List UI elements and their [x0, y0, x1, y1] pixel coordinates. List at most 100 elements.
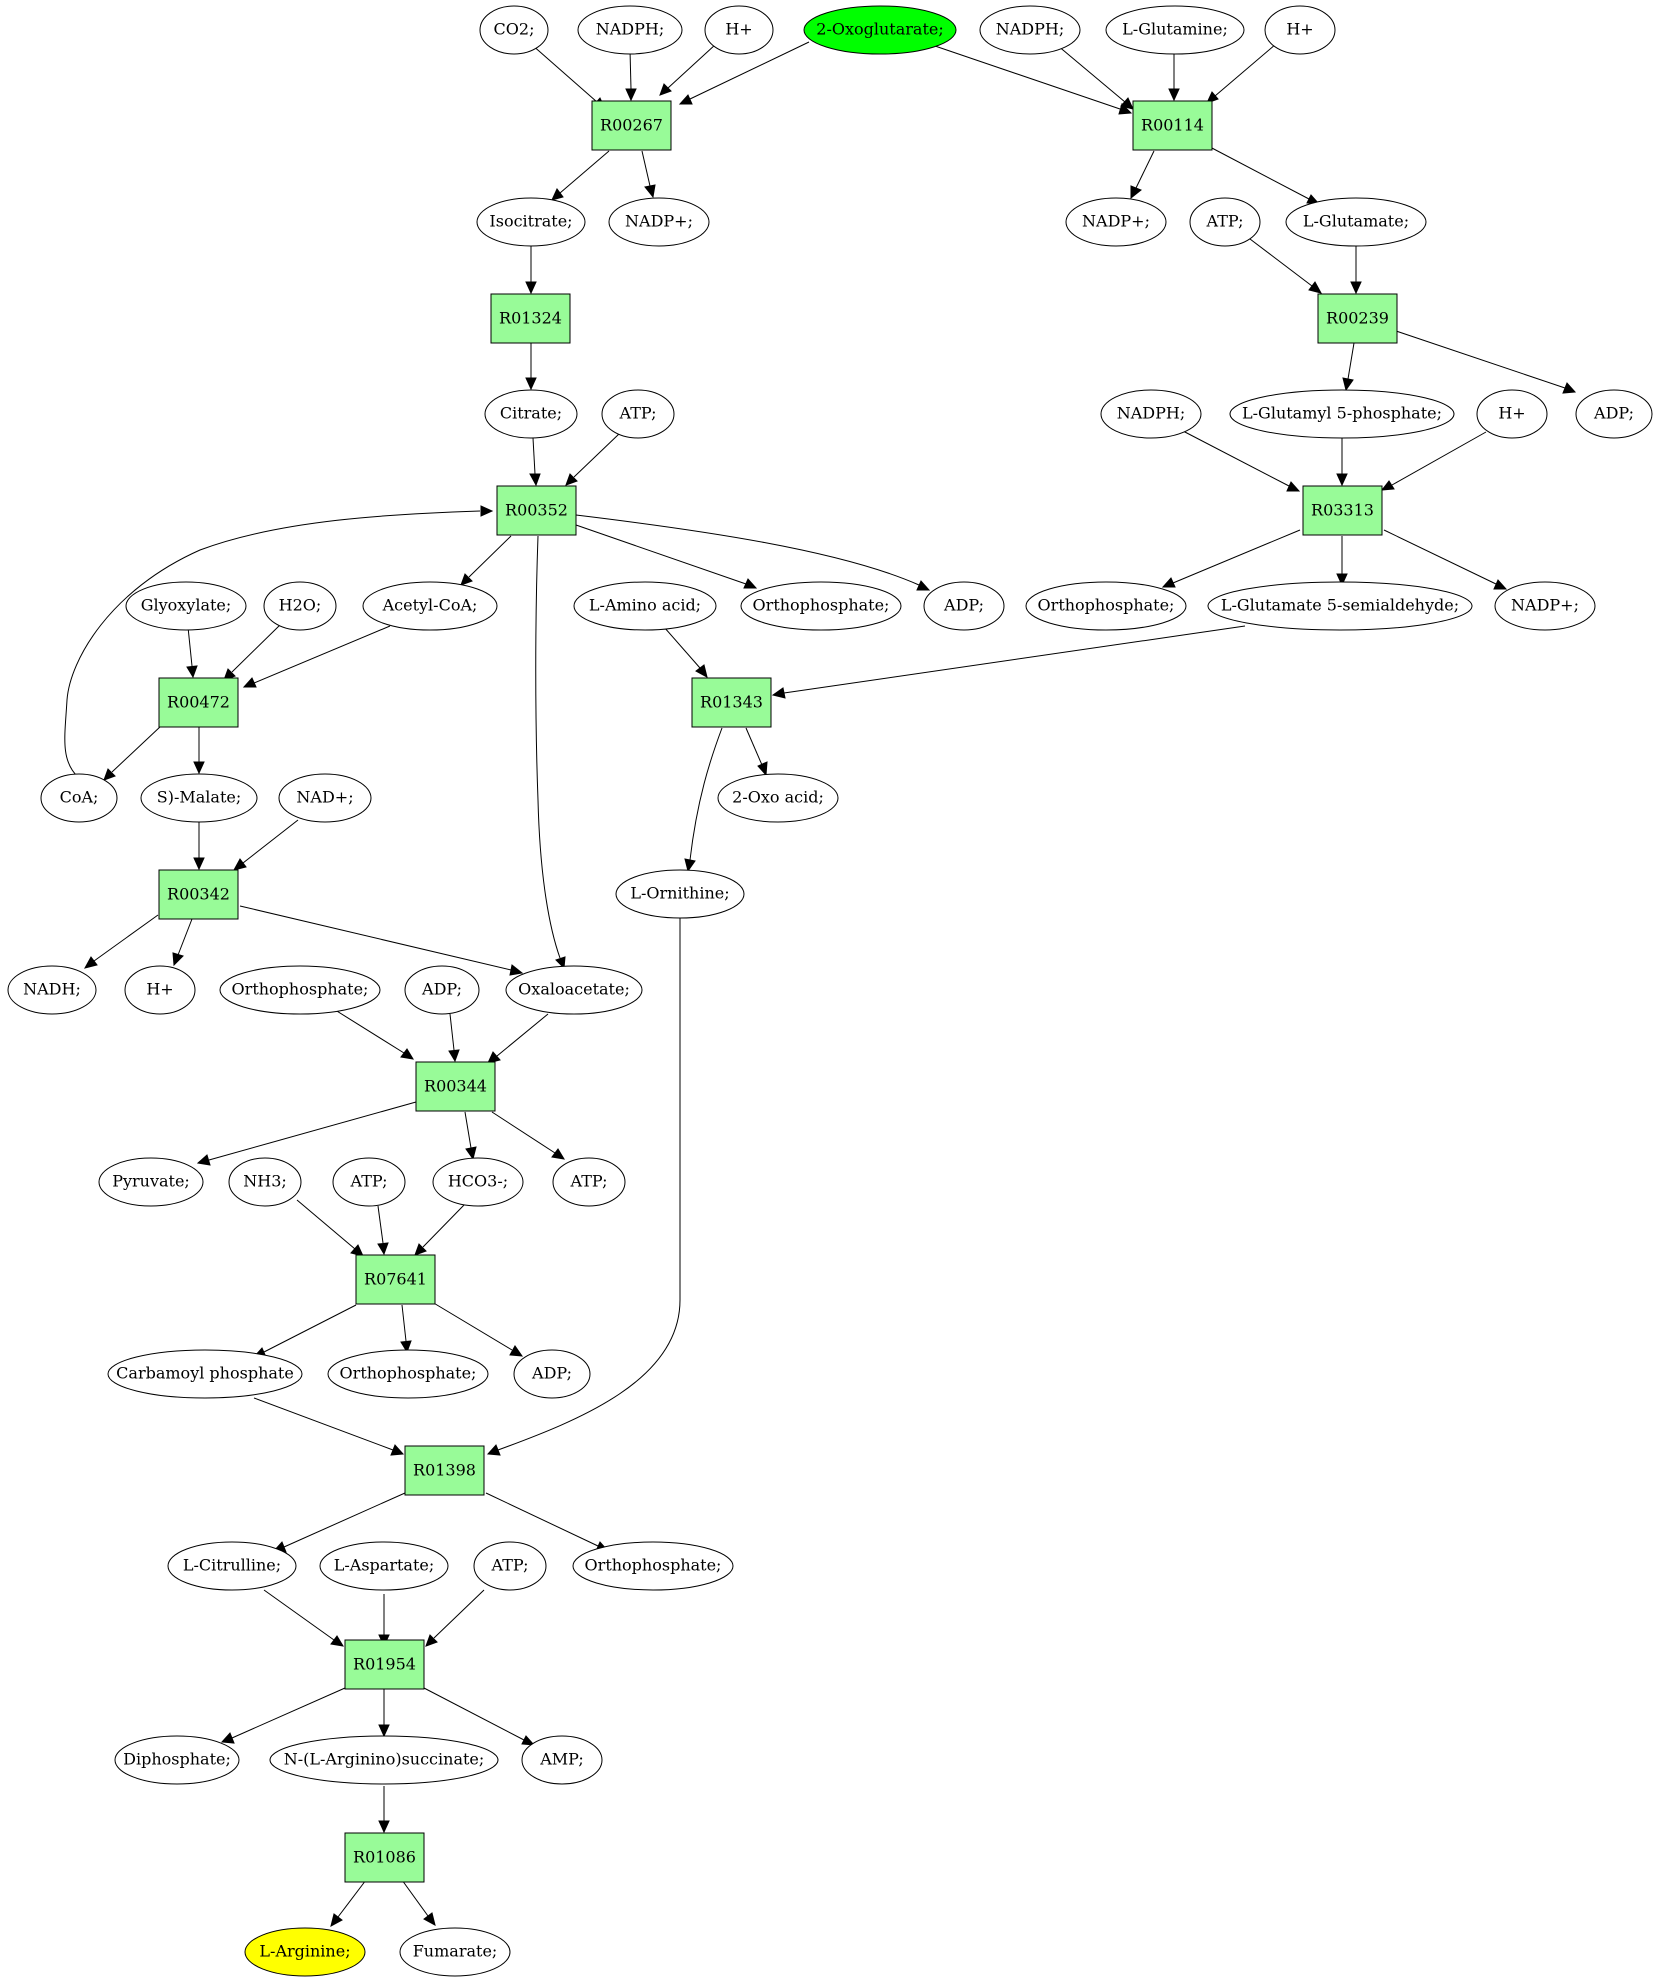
compound-node-orthophosphate-1[interactable]: Orthophosphate; — [740, 581, 902, 631]
compound-label: NH3; — [243, 1172, 287, 1191]
compound-label: ATP; — [619, 404, 657, 423]
edge-r01086-arginine — [337, 1879, 367, 1918]
compound-node-atp-5[interactable]: ATP; — [473, 1541, 547, 1591]
compound-node-citrate[interactable]: Citrate; — [484, 389, 578, 439]
compound-node-nadph-3[interactable]: NADPH; — [1100, 389, 1202, 439]
compound-node-diphosphate[interactable]: Diphosphate; — [114, 1735, 240, 1785]
compound-label: Pyruvate; — [112, 1172, 190, 1191]
compound-node-isocitrate[interactable]: Isocitrate; — [476, 197, 586, 247]
reaction-node-r01324[interactable]: R01324 — [490, 293, 571, 344]
compound-node-orthophosphate-4[interactable]: Orthophosphate; — [327, 1349, 489, 1399]
compound-node-atp-2[interactable]: ATP; — [601, 389, 675, 439]
compound-node-hplus-3[interactable]: H+ — [1476, 389, 1548, 439]
edge-r00239-adp_1 — [1395, 330, 1566, 389]
compound-node-co2[interactable]: CO2; — [479, 5, 549, 55]
compound-node-glyoxylate[interactable]: Glyoxylate; — [125, 581, 247, 631]
compound-node-hplus-4[interactable]: H+ — [124, 965, 196, 1015]
compound-label: Orthophosphate; — [340, 1364, 477, 1383]
reaction-node-r07641[interactable]: R07641 — [355, 1254, 436, 1305]
reaction-node-r00472[interactable]: R00472 — [158, 677, 239, 728]
compound-node-fumarate[interactable]: Fumarate; — [399, 1927, 511, 1977]
compound-node-atp-3[interactable]: ATP; — [332, 1157, 406, 1207]
compound-node-amp[interactable]: AMP; — [521, 1735, 603, 1785]
compound-node-glutamine[interactable]: L-Glutamine; — [1105, 5, 1245, 55]
compound-node-h2o[interactable]: H2O; — [263, 581, 337, 631]
compound-node-amino-acid[interactable]: L-Amino acid; — [573, 581, 717, 631]
edge-hplus_3-r03313 — [1391, 431, 1487, 486]
compound-label: N-(L-Arginino)succinate; — [284, 1750, 485, 1769]
compound-node-nadp-2[interactable]: NADP+; — [1065, 197, 1167, 247]
edges — [64, 41, 1577, 1927]
compound-node-pyruvate[interactable]: Pyruvate; — [98, 1157, 204, 1207]
edge-r00342-nadh — [93, 914, 159, 962]
compound-node-adp-3[interactable]: ADP; — [404, 965, 480, 1015]
compound-node-nadp-3[interactable]: NADP+; — [1494, 581, 1596, 631]
reaction-node-r00114[interactable]: R00114 — [1132, 100, 1213, 151]
compound-label: ADP; — [421, 980, 462, 999]
compound-label: L-Amino acid; — [589, 596, 701, 615]
edge-co2-r00267 — [530, 43, 598, 103]
compound-node-acetyl-coa[interactable]: Acetyl-CoA; — [362, 581, 498, 631]
compound-node-glutamate-semialdehyde[interactable]: L-Glutamate 5-semialdehyde; — [1207, 581, 1473, 631]
reaction-node-r00344[interactable]: R00344 — [415, 1061, 496, 1112]
compound-node-carbamoyl-phosphate[interactable]: Carbamoyl phosphate — [107, 1349, 303, 1399]
compound-label: ADP; — [531, 1364, 572, 1383]
compound-node-ornithine[interactable]: L-Ornithine; — [615, 869, 745, 919]
compound-node-hplus-2[interactable]: H+ — [1264, 5, 1336, 55]
edge-r00267-nadp_1 — [641, 150, 651, 187]
compound-node-nadp-1[interactable]: NADP+; — [608, 197, 710, 247]
compound-node-orthophosphate-3[interactable]: Orthophosphate; — [219, 965, 381, 1015]
edge-r00344-hco3 — [464, 1111, 472, 1149]
edge-r00352-adp_2 — [575, 514, 920, 586]
reaction-node-r00267[interactable]: R00267 — [591, 100, 672, 151]
edge-nadph_3-r03313 — [1182, 430, 1290, 487]
compound-label: AMP; — [539, 1750, 584, 1769]
compound-node-orthophosphate-5[interactable]: Orthophosphate; — [572, 1541, 734, 1591]
edge-r01398-citrulline — [283, 1492, 406, 1548]
reaction-node-r01086[interactable]: R01086 — [344, 1832, 425, 1883]
compound-node-oxoglutarate[interactable]: 2-Oxoglutarate; — [803, 5, 957, 55]
compound-node-glutamate[interactable]: L-Glutamate; — [1285, 197, 1427, 247]
reaction-node-r00239[interactable]: R00239 — [1317, 293, 1398, 344]
compound-node-adp-1[interactable]: ADP; — [1575, 389, 1653, 439]
edge-r01086-fumarate — [401, 1879, 429, 1917]
compound-node-citrulline[interactable]: L-Citrulline; — [167, 1541, 297, 1591]
compound-node-glutamyl-phosphate[interactable]: L-Glutamyl 5-phosphate; — [1229, 389, 1455, 439]
compound-node-adp-2[interactable]: ADP; — [923, 581, 1005, 631]
compound-node-nadph-1[interactable]: NADPH; — [577, 5, 683, 55]
edge-citrate-r00352 — [532, 437, 536, 475]
reaction-node-r01398[interactable]: R01398 — [404, 1445, 485, 1496]
compound-label: Diphosphate; — [123, 1750, 231, 1769]
compound-node-nh3[interactable]: NH3; — [228, 1157, 302, 1207]
edge-r01398-orthophosphate_5 — [485, 1492, 599, 1547]
compound-node-hco3[interactable]: HCO3-; — [432, 1157, 524, 1207]
compound-node-atp-4[interactable]: ATP; — [552, 1157, 626, 1207]
reaction-node-r01954[interactable]: R01954 — [344, 1639, 425, 1690]
compound-node-oxo-acid[interactable]: 2-Oxo acid; — [717, 773, 839, 823]
reaction-label: R00342 — [167, 885, 230, 904]
edge-oxoglutarate-r00114 — [934, 45, 1121, 110]
compound-node-aspartate[interactable]: L-Aspartate; — [319, 1541, 449, 1591]
compound-node-nadph-2[interactable]: NADPH; — [979, 5, 1081, 55]
compound-node-malate[interactable]: S)-Malate; — [140, 773, 258, 823]
reaction-node-r00352[interactable]: R00352 — [496, 485, 577, 536]
compound-label: L-Arginine; — [259, 1942, 350, 1961]
reaction-node-r03313[interactable]: R03313 — [1302, 485, 1383, 536]
compound-node-arginine[interactable]: L-Arginine; — [244, 1927, 366, 1977]
compound-node-arginino-succinate[interactable]: N-(L-Arginino)succinate; — [269, 1735, 499, 1785]
compound-node-nad[interactable]: NAD+; — [278, 773, 372, 823]
reaction-nodes: R00267 R00114 R01324 R00239 R00352 R0331… — [158, 100, 1398, 1883]
compound-node-atp-1[interactable]: ATP; — [1189, 197, 1261, 247]
compound-node-orthophosphate-2[interactable]: Orthophosphate; — [1025, 581, 1187, 631]
compound-node-adp-4[interactable]: ADP; — [513, 1349, 591, 1399]
edge-r00352-coa-loop — [64, 510, 481, 778]
compound-node-hplus-1[interactable]: H+ — [704, 5, 774, 55]
reaction-node-r00342[interactable]: R00342 — [158, 869, 239, 920]
reaction-label: R03313 — [1311, 501, 1374, 520]
compound-node-coa[interactable]: CoA; — [40, 773, 118, 823]
compound-node-oxaloacetate[interactable]: Oxaloacetate; — [505, 965, 643, 1015]
reaction-label: R01954 — [353, 1655, 416, 1674]
reaction-label: R07641 — [364, 1270, 427, 1289]
compound-node-nadh[interactable]: NADH; — [7, 965, 97, 1015]
reaction-node-r01343[interactable]: R01343 — [691, 677, 772, 728]
